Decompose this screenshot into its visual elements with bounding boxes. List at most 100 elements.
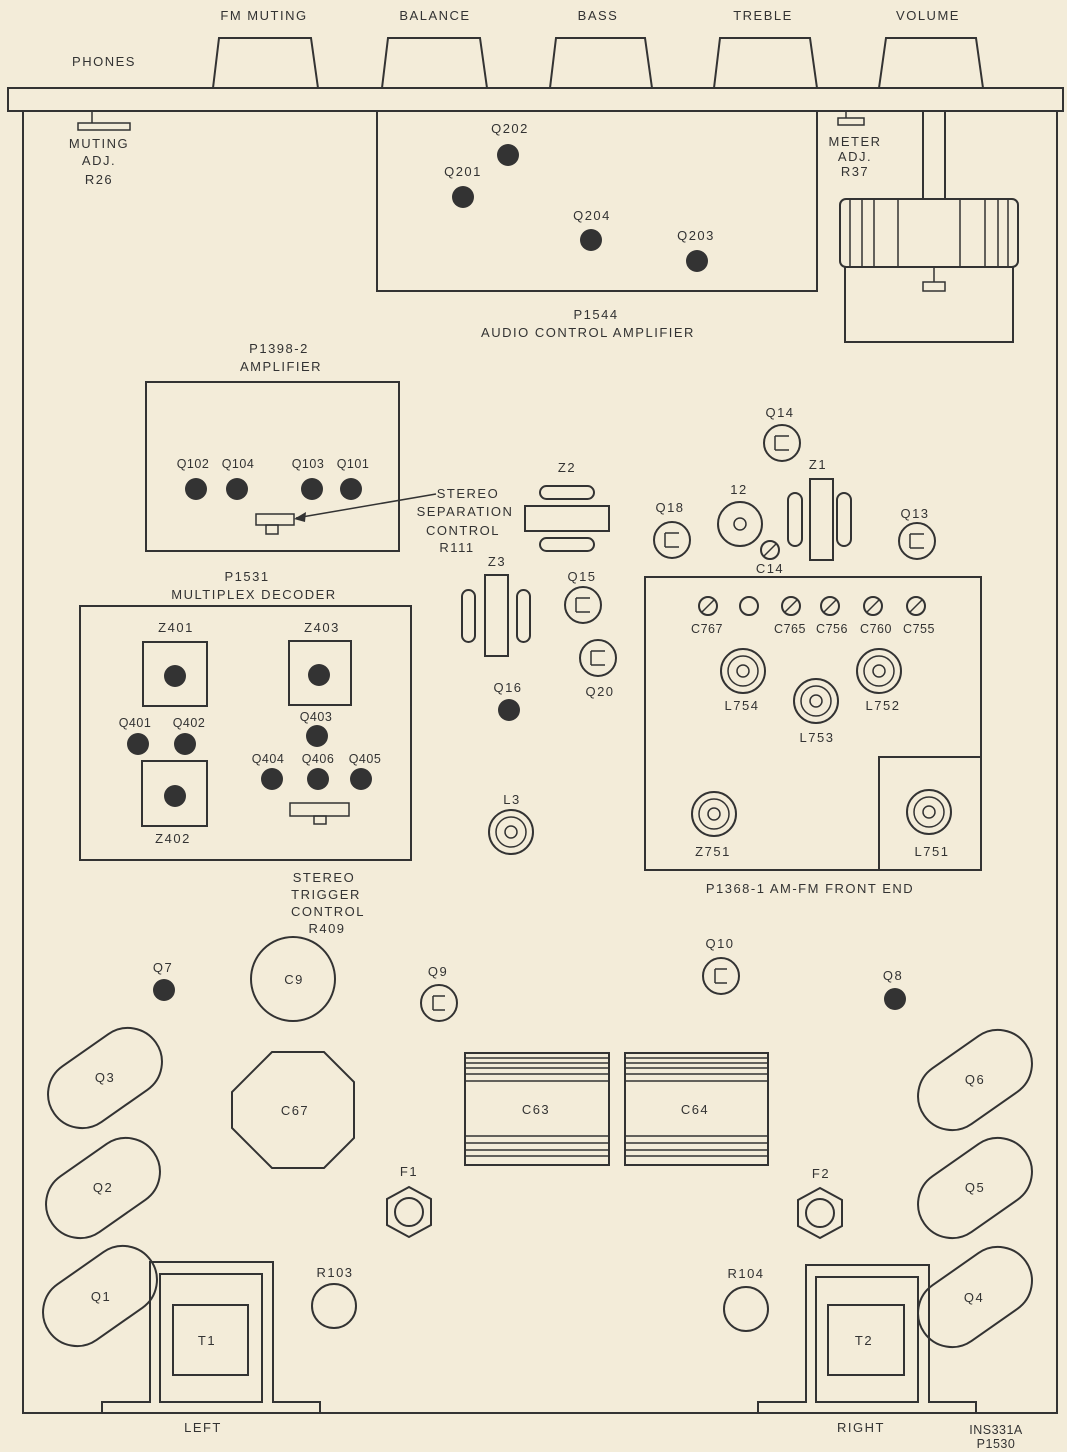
- l754-coil: [720, 648, 766, 694]
- q14-label: Q14: [765, 405, 794, 420]
- q201-label: Q201: [444, 164, 482, 179]
- r103-label: R103: [316, 1265, 353, 1280]
- drawing-ref-line1: INS331A: [969, 1423, 1023, 1437]
- meter-adj-line2: ADJ.: [838, 149, 872, 164]
- q402-label: Q402: [173, 716, 206, 730]
- muting-adj-line3: R26: [85, 172, 113, 187]
- q7-label: Q7: [153, 960, 173, 975]
- separation-arrow: [294, 512, 306, 522]
- q14-transistor: [763, 424, 801, 462]
- f1-label: F1: [400, 1164, 418, 1179]
- audio-control-board: [376, 111, 818, 292]
- q1-label: Q1: [91, 1289, 111, 1304]
- q9-transistor: [420, 984, 458, 1022]
- c63-capacitor: [464, 1052, 610, 1166]
- l753-coil: [793, 678, 839, 724]
- r104-label: R104: [727, 1266, 764, 1281]
- q102-transistor: [185, 478, 207, 500]
- z401-coil: [142, 641, 208, 707]
- fm-muting-label: FM MUTING: [220, 8, 307, 23]
- q5-label: Q5: [965, 1180, 985, 1195]
- q101-transistor: [340, 478, 362, 500]
- q6-label: Q6: [965, 1072, 985, 1087]
- q20-label: Q20: [585, 684, 614, 699]
- q104-transistor: [226, 478, 248, 500]
- mpx-board-title: MULTIPLEX DECODER: [171, 587, 336, 602]
- part-12-label: 12: [730, 482, 747, 497]
- q16-label: Q16: [493, 680, 522, 695]
- trigger-line3: CONTROL: [291, 904, 365, 919]
- q204-transistor: [580, 229, 602, 251]
- t1-label: T1: [198, 1333, 216, 1348]
- l752-label: L752: [866, 698, 901, 713]
- q18-label: Q18: [655, 500, 684, 515]
- q16-transistor: [498, 699, 520, 721]
- f1-fuse-holder: [386, 1185, 432, 1239]
- z751-coil: [691, 791, 737, 837]
- l751-coil: [906, 789, 952, 835]
- volume-control-assembly: [839, 110, 1019, 343]
- separation-line3: CONTROL: [426, 523, 500, 538]
- muting-adj-control: [77, 122, 131, 131]
- front-end-title: P1368-1 AM-FM FRONT END: [706, 881, 914, 896]
- q402-transistor: [174, 733, 196, 755]
- q202-label: Q202: [491, 121, 529, 136]
- amp-board-id: P1398-2: [249, 341, 309, 356]
- q403-transistor: [306, 725, 328, 747]
- mpx-board-id: P1531: [224, 569, 269, 584]
- q406-label: Q406: [302, 752, 335, 766]
- separation-leader: [295, 493, 437, 519]
- q101-label: Q101: [337, 457, 370, 471]
- z402-label: Z402: [155, 831, 191, 846]
- front-panel: [7, 87, 1064, 112]
- q4-power-transistor: [917, 1245, 1033, 1349]
- q15-transistor: [564, 586, 602, 624]
- bass-knob: [549, 37, 653, 89]
- trigger-line4: R409: [308, 921, 345, 936]
- amplifier-board: [145, 381, 400, 552]
- l753-label: L753: [800, 730, 835, 745]
- z3-label: Z3: [488, 554, 506, 569]
- z2-label: Z2: [558, 460, 576, 475]
- muting-adj-line2: ADJ.: [82, 153, 116, 168]
- separation-line4: R111: [439, 540, 474, 555]
- q401-label: Q401: [119, 716, 152, 730]
- l3-label: L3: [503, 792, 520, 807]
- q405-transistor: [350, 768, 372, 790]
- q405-label: Q405: [349, 752, 382, 766]
- q3-power-transistor: [47, 1026, 163, 1130]
- z1-filter: [787, 478, 852, 561]
- z751-label: Z751: [695, 844, 731, 859]
- part-12: [717, 501, 763, 547]
- c14-label: C14: [756, 561, 784, 576]
- volume-label: VOLUME: [896, 8, 960, 23]
- q1-power-transistor: [42, 1244, 158, 1348]
- z2-filter: [524, 485, 610, 552]
- f2-label: F2: [812, 1166, 830, 1181]
- c765-label: C765: [774, 622, 806, 636]
- muting-adj-line1: MUTING: [69, 136, 129, 151]
- c67-label: C67: [281, 1103, 309, 1118]
- chassis-outline: [22, 111, 1058, 1414]
- t2-label: T2: [855, 1333, 873, 1348]
- q8-transistor: [884, 988, 906, 1010]
- c9-label: C9: [284, 972, 304, 987]
- fm-muting-knob: [212, 37, 319, 89]
- phones-label: PHONES: [72, 54, 136, 69]
- q102-label: Q102: [177, 457, 210, 471]
- q406-transistor: [307, 768, 329, 790]
- q203-transistor: [686, 250, 708, 272]
- q103-transistor: [301, 478, 323, 500]
- c67-capacitor: [231, 1051, 355, 1169]
- trigger-line1: STEREO: [293, 870, 355, 885]
- c756-label: C756: [816, 622, 848, 636]
- q13-label: Q13: [900, 506, 929, 521]
- treble-label: TREBLE: [733, 8, 793, 23]
- q202-transistor: [497, 144, 519, 166]
- l751-label: L751: [915, 844, 950, 859]
- q18-transistor: [653, 521, 691, 559]
- q201-transistor: [452, 186, 474, 208]
- q3-label: Q3: [95, 1070, 115, 1085]
- t2-transformer: [757, 1264, 977, 1413]
- q20-transistor: [579, 639, 617, 677]
